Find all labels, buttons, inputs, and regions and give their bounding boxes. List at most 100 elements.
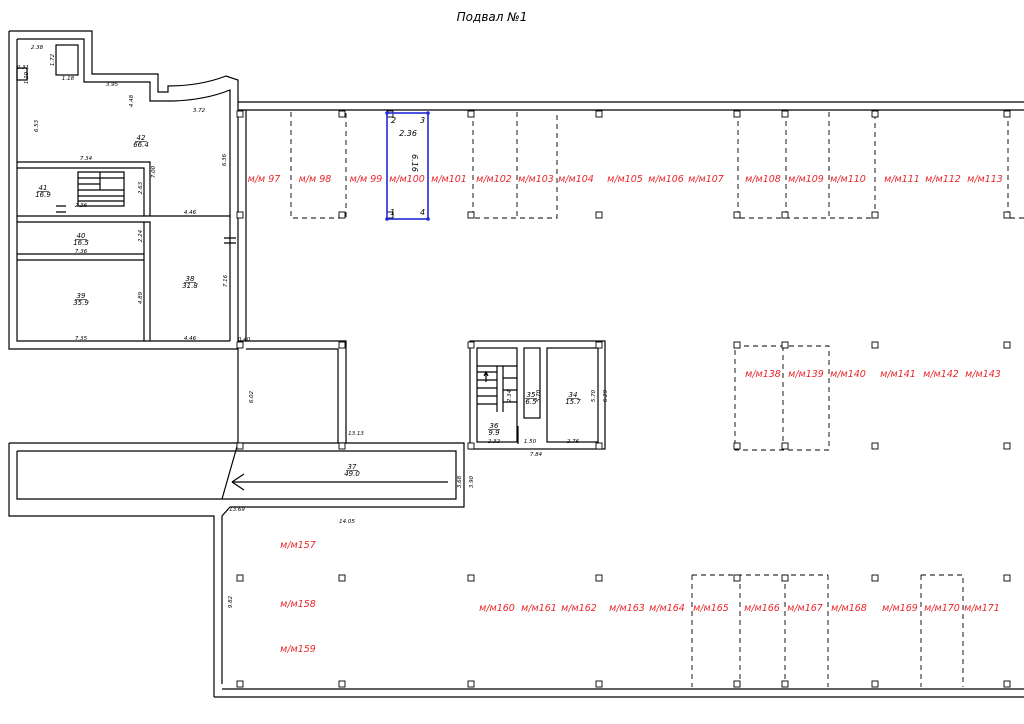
column xyxy=(871,680,879,688)
dimension-label: 2.76 xyxy=(567,439,580,445)
dimension-label: 4.46 xyxy=(184,336,197,342)
room-number: 42 xyxy=(137,134,146,142)
parking-spot-label[interactable]: м/м162 xyxy=(561,603,597,614)
parking-spot-label[interactable]: м/м 99 xyxy=(350,174,383,185)
parking-spot-label[interactable]: м/м 98 xyxy=(299,174,332,185)
parking-spot-label[interactable]: м/м141 xyxy=(880,369,916,380)
parking-spot-label[interactable]: м/м107 xyxy=(688,174,724,185)
column xyxy=(338,442,346,450)
plan-title: Подвал №1 xyxy=(457,10,528,24)
column xyxy=(338,211,346,219)
dimension-label: 7.84 xyxy=(530,452,543,458)
parking-spot-label[interactable]: м/м109 xyxy=(788,174,824,185)
corner-point[interactable] xyxy=(385,111,389,115)
parking-spot-label[interactable]: м/м100 xyxy=(389,174,425,185)
column xyxy=(236,110,244,118)
column xyxy=(595,574,603,582)
parking-spot-label[interactable]: м/м171 xyxy=(964,603,1000,614)
parking-spot-label[interactable]: м/м139 xyxy=(788,369,824,380)
parking-spot-label[interactable]: м/м 97 xyxy=(248,174,281,185)
dimension-label: 2.63 xyxy=(138,181,144,194)
column xyxy=(236,442,244,450)
selected-parking-spot[interactable]: 2 3 1 4 2.36 6.16 xyxy=(385,111,430,221)
column xyxy=(781,680,789,688)
column xyxy=(781,341,789,349)
dimension-label: 7.35 xyxy=(75,336,88,342)
column xyxy=(595,680,603,688)
dimension-label: 7.34 xyxy=(80,156,93,162)
dimension-label: 13.69 xyxy=(229,507,245,513)
column xyxy=(595,211,603,219)
parking-spot-label[interactable]: м/м140 xyxy=(830,369,866,380)
dimension-label: 6.36 xyxy=(222,153,228,166)
dimension-label: 5.70 xyxy=(536,389,542,402)
parking-spot-label[interactable]: м/м170 xyxy=(924,603,960,614)
parking-spot-label[interactable]: м/м142 xyxy=(923,369,959,380)
room-number: 37 xyxy=(348,463,357,471)
column xyxy=(236,574,244,582)
parking-spot-labels: м/м 97 м/м 98 м/м 99 м/м100 м/м101 м/м102 м/м1… xyxy=(248,174,1003,655)
parking-spot-label[interactable]: м/м106 xyxy=(648,174,684,185)
parking-spot-label[interactable]: м/м111 xyxy=(884,174,920,185)
corner-label-2: 2 xyxy=(391,116,396,125)
room-number: 36 xyxy=(490,422,499,430)
parking-spot-label[interactable]: м/м167 xyxy=(787,603,823,614)
column xyxy=(467,341,475,349)
column xyxy=(871,574,879,582)
column xyxy=(781,110,789,118)
dimension-label: 6.53 xyxy=(34,119,40,132)
corner-label-4: 4 xyxy=(420,208,425,217)
parking-spot-label[interactable]: м/м157 xyxy=(280,540,316,551)
parking-spot-label[interactable]: м/м112 xyxy=(925,174,961,185)
parking-spot-label[interactable]: м/м103 xyxy=(518,174,554,185)
parking-spot-label[interactable]: м/м102 xyxy=(476,174,512,185)
selection-length: 6.16 xyxy=(410,154,419,172)
room-number: 35 xyxy=(527,391,536,399)
parking-spot-label[interactable]: м/м164 xyxy=(649,603,685,614)
parking-spot-label[interactable]: м/м169 xyxy=(882,603,918,614)
column xyxy=(733,211,741,219)
dimension-label: 5.70 xyxy=(591,389,597,402)
column xyxy=(1003,680,1011,688)
parking-spot-label[interactable]: м/м104 xyxy=(558,174,594,185)
parking-spot-label[interactable]: м/м113 xyxy=(967,174,1003,185)
dimension-label: 7.00 xyxy=(151,165,157,178)
column xyxy=(1003,211,1011,219)
parking-spot-label[interactable]: м/м165 xyxy=(693,603,729,614)
room-number: 41 xyxy=(39,184,48,192)
column xyxy=(595,110,603,118)
corner-point[interactable] xyxy=(426,111,430,115)
parking-spot-label[interactable]: м/м110 xyxy=(830,174,866,185)
parking-spot-label[interactable]: м/м101 xyxy=(431,174,467,185)
dimension-label: 13.13 xyxy=(348,431,364,437)
column xyxy=(733,341,741,349)
parking-spot-label[interactable]: м/м160 xyxy=(479,603,515,614)
parking-spot-label[interactable]: м/м105 xyxy=(607,174,643,185)
column xyxy=(236,680,244,688)
dimension-label: 2.24 xyxy=(138,229,144,242)
parking-spot-label[interactable]: м/м163 xyxy=(609,603,645,614)
dimension-label: 14.05 xyxy=(339,519,355,525)
corner-point[interactable] xyxy=(385,217,389,221)
room-labels: 4266.44116.94016.53935.93831.83749.0369.… xyxy=(35,134,581,478)
parking-spot-label[interactable]: м/м166 xyxy=(744,603,780,614)
room-number: 38 xyxy=(186,275,195,283)
parking-spot-label[interactable]: м/м159 xyxy=(280,644,316,655)
column xyxy=(781,211,789,219)
dimension-label: 3.95 xyxy=(106,82,119,88)
dimension-label: 3.68 xyxy=(457,475,463,488)
parking-spot-label[interactable]: м/м161 xyxy=(521,603,557,614)
dimension-label: 4.46 xyxy=(184,210,197,216)
dimension-label: 2.32 xyxy=(488,439,501,445)
dimension-label: 1.18 xyxy=(62,76,75,82)
parking-spot-label[interactable]: м/м143 xyxy=(965,369,1001,380)
walls xyxy=(8,30,1024,698)
parking-spot-label[interactable]: м/м108 xyxy=(745,174,781,185)
parking-spot-label[interactable]: м/м158 xyxy=(280,599,316,610)
column xyxy=(1003,110,1011,118)
parking-spot-label[interactable]: м/м168 xyxy=(831,603,867,614)
dimension-label: 7.36 xyxy=(75,249,88,255)
corner-point[interactable] xyxy=(426,217,430,221)
parking-spot-label[interactable]: м/м138 xyxy=(745,369,781,380)
